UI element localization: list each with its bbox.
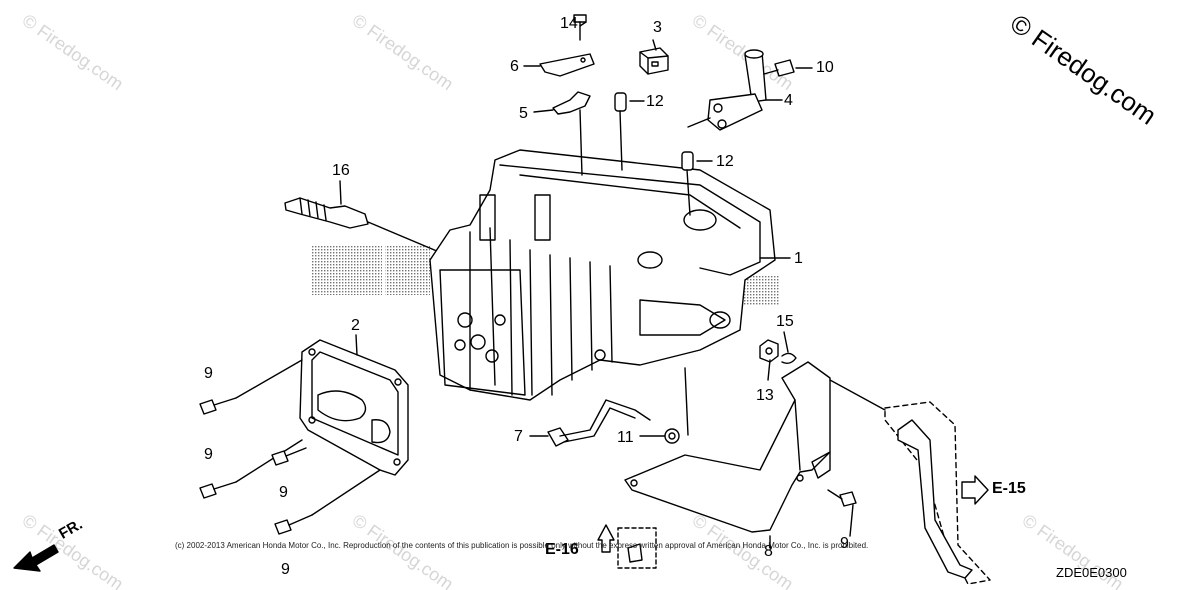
ref-e16-label: E-16	[545, 541, 579, 558]
hose	[829, 379, 991, 585]
callout-2: 2	[351, 317, 360, 334]
callout-9: 9	[204, 365, 213, 382]
callout-4: 4	[784, 92, 793, 109]
callout-9: 9	[840, 535, 849, 552]
e16-ref-marker	[597, 524, 657, 569]
callout-5: 5	[519, 105, 528, 122]
cylinder-block	[429, 149, 776, 401]
callout-7: 7	[514, 428, 523, 445]
dotted-wordmark	[312, 245, 780, 305]
rubber-block	[639, 47, 669, 75]
nut-and-clip	[759, 339, 797, 365]
leader-lines	[523, 21, 854, 537]
callout-9: 9	[204, 446, 213, 463]
upper-small-parts	[539, 14, 595, 176]
callout-16: 16	[332, 162, 350, 179]
callout-1: 1	[794, 250, 803, 267]
callout-11: 11	[617, 429, 634, 446]
governor-rod	[547, 399, 680, 447]
callout-12: 12	[646, 93, 664, 110]
cover-bolts	[199, 359, 857, 535]
ref-e15-label: E-15	[992, 480, 1026, 497]
breather-arm	[687, 49, 795, 131]
callout-14: 14	[560, 15, 578, 32]
air-guide-plate	[624, 361, 831, 549]
copyright-footer: (c) 2002-2013 American Honda Motor Co., …	[175, 541, 869, 550]
callout-8: 8	[764, 543, 773, 560]
callout-9: 9	[281, 561, 290, 578]
diagram-code: ZDE0E0300	[1056, 565, 1127, 580]
head-cover	[299, 334, 409, 476]
callout-6: 6	[510, 58, 519, 75]
spark-plug	[284, 180, 471, 266]
dowel-pins	[614, 92, 694, 216]
callout-3: 3	[653, 19, 662, 36]
callout-15: 15	[776, 313, 794, 330]
front-direction-arrow-icon	[13, 544, 59, 572]
e15-arrow-icon	[961, 475, 989, 505]
callout-12: 12	[716, 153, 734, 170]
callout-9: 9	[279, 484, 288, 501]
callout-13: 13	[756, 387, 774, 404]
callout-10: 10	[816, 59, 834, 76]
